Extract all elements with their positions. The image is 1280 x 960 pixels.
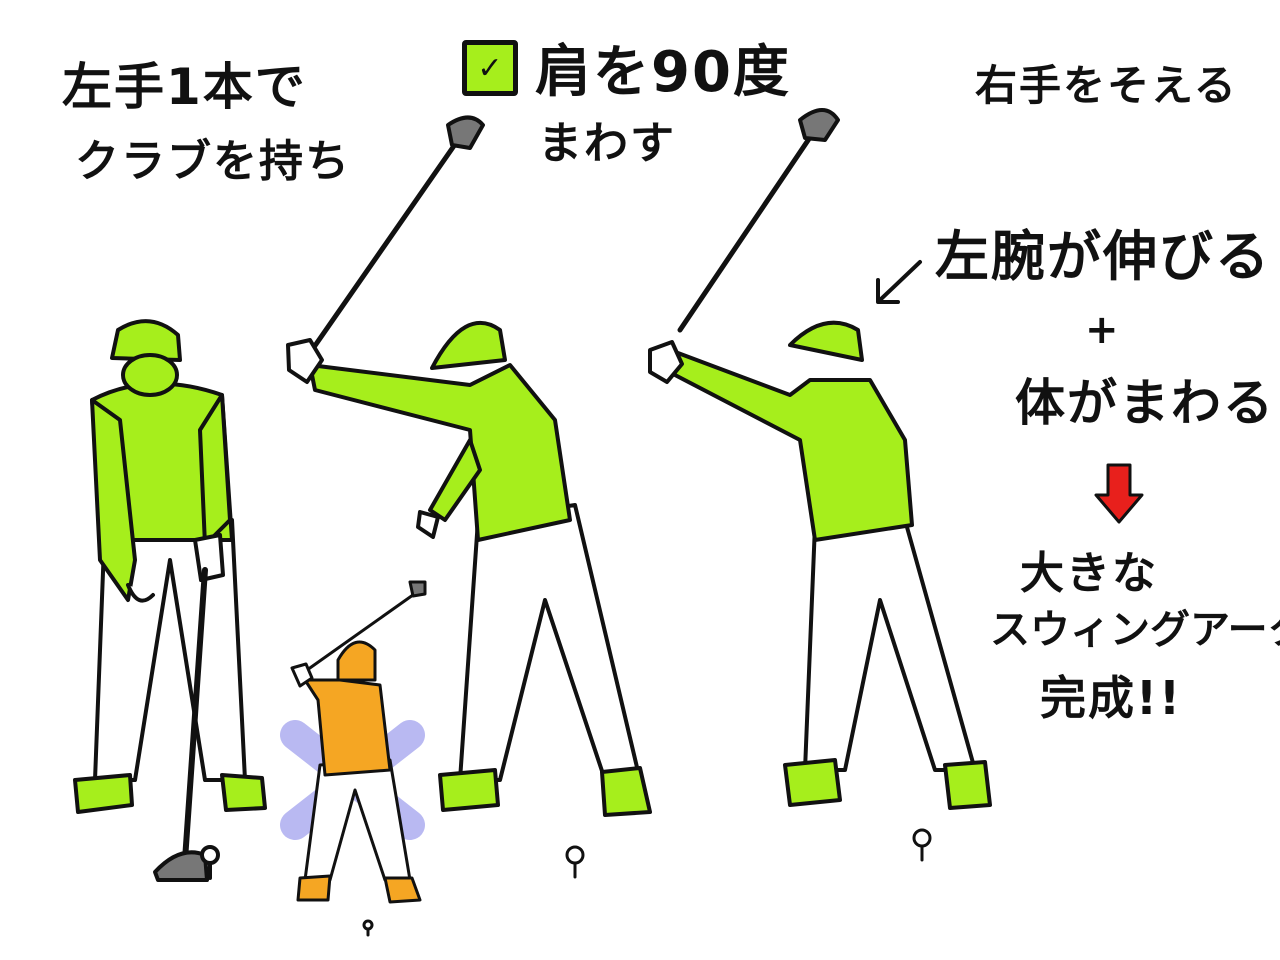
golfer-shoulder-turn bbox=[286, 115, 652, 817]
down-arrow-icon bbox=[1094, 463, 1144, 524]
plus-sign: + bbox=[1085, 307, 1121, 353]
tees bbox=[362, 828, 932, 937]
cause-body-turn: 体がまわる bbox=[1015, 374, 1275, 432]
small-golfer-figure bbox=[280, 580, 427, 904]
step-2-line-2: まわす bbox=[538, 118, 676, 169]
check-icon: ✓ bbox=[477, 50, 503, 86]
golfer-right-hand-added bbox=[648, 108, 992, 810]
outcome-line-2: スウィングアークの bbox=[990, 607, 1280, 653]
step-2-line-1: 肩を90度 bbox=[535, 40, 791, 105]
outcome-line-1: 大きな bbox=[1020, 548, 1158, 599]
step-1-line-2: クラブを持ち bbox=[75, 136, 351, 187]
outcome-line-3: 完成!! bbox=[1040, 671, 1182, 725]
step-1-line-1: 左手1本で bbox=[62, 58, 307, 116]
step-3-line-1: 右手をそえる bbox=[975, 61, 1238, 110]
checkbox-checked: ✓ bbox=[462, 40, 518, 96]
cause-left-arm: 左腕が伸びる bbox=[935, 225, 1271, 288]
pointer-arrow-icon bbox=[876, 260, 922, 304]
golfer-address bbox=[73, 319, 267, 882]
